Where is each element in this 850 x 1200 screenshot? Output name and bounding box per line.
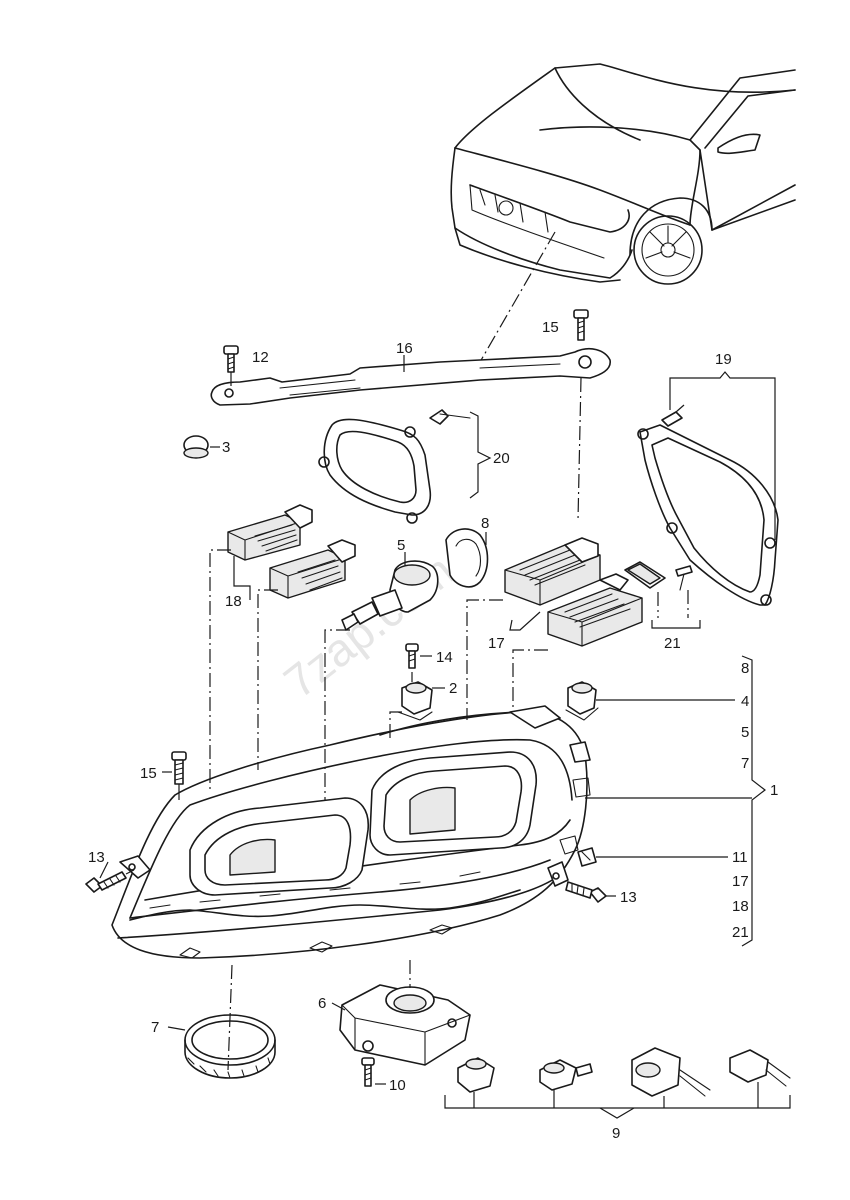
screw-13-right <box>565 881 607 903</box>
callout-14: 14 <box>436 649 453 666</box>
callout-9: 9 <box>612 1125 620 1142</box>
car-illustration <box>450 63 796 363</box>
callout-15-top: 15 <box>542 319 559 336</box>
socket-variants-9 <box>444 1047 791 1119</box>
leader-lines <box>99 355 776 1085</box>
cap-3 <box>183 435 220 459</box>
socket-2 <box>397 681 433 721</box>
bracket-item-7: 7 <box>741 755 749 772</box>
bracket-item-5: 5 <box>741 724 749 741</box>
callout-19: 19 <box>715 351 732 368</box>
guide-lines <box>209 549 548 800</box>
bulb-5 <box>341 552 439 631</box>
bracket-item-8: 8 <box>741 660 749 677</box>
callout-7: 7 <box>151 1019 159 1036</box>
callout-20: 20 <box>493 450 510 467</box>
screw-10 <box>361 1057 375 1087</box>
callout-8: 8 <box>481 515 489 532</box>
screw-12 <box>223 345 239 390</box>
bracket-list: 8 4 5 7 11 17 18 21 <box>732 660 749 941</box>
callout-21-top: 21 <box>664 635 681 652</box>
screw-14 <box>405 643 419 669</box>
bracket-item-4: 4 <box>741 693 749 710</box>
ring-7 <box>184 964 276 1079</box>
bracket-item-17: 17 <box>732 873 749 890</box>
module-17 <box>504 537 643 647</box>
callout-16: 16 <box>396 340 413 357</box>
module-21 <box>624 561 701 629</box>
callout-2: 2 <box>449 680 457 697</box>
callout-15-left: 15 <box>140 765 157 782</box>
frame-19 <box>637 404 779 606</box>
callout-13-right: 13 <box>620 889 637 906</box>
clip-11 <box>577 847 597 867</box>
screw-15-left <box>171 751 187 800</box>
headlight-assembly-1 <box>111 705 591 959</box>
callout-17: 17 <box>488 635 505 652</box>
screw-15-top <box>573 309 589 521</box>
frame-20 <box>318 409 471 524</box>
callout-1: 1 <box>770 782 778 799</box>
bracket-item-18: 18 <box>732 898 749 915</box>
control-unit-6 <box>339 960 471 1066</box>
screw-13-left <box>85 869 135 893</box>
socket-4 <box>565 681 599 721</box>
ring-8 <box>445 528 489 588</box>
mounting-rail-16 <box>210 348 611 406</box>
callout-10: 10 <box>389 1077 406 1094</box>
callout-12: 12 <box>252 349 269 366</box>
bracket-item-11: 11 <box>732 849 748 866</box>
module-18 <box>227 504 356 599</box>
callout-6: 6 <box>318 995 326 1012</box>
bracket-item-21: 21 <box>732 924 749 941</box>
callout-3: 3 <box>222 439 230 456</box>
callout-18: 18 <box>225 593 242 610</box>
callout-5: 5 <box>397 537 405 554</box>
callout-13-left: 13 <box>88 849 105 866</box>
callout-numbers: 1 2 3 5 6 7 8 9 10 12 13 13 14 15 15 16 … <box>88 319 778 1142</box>
